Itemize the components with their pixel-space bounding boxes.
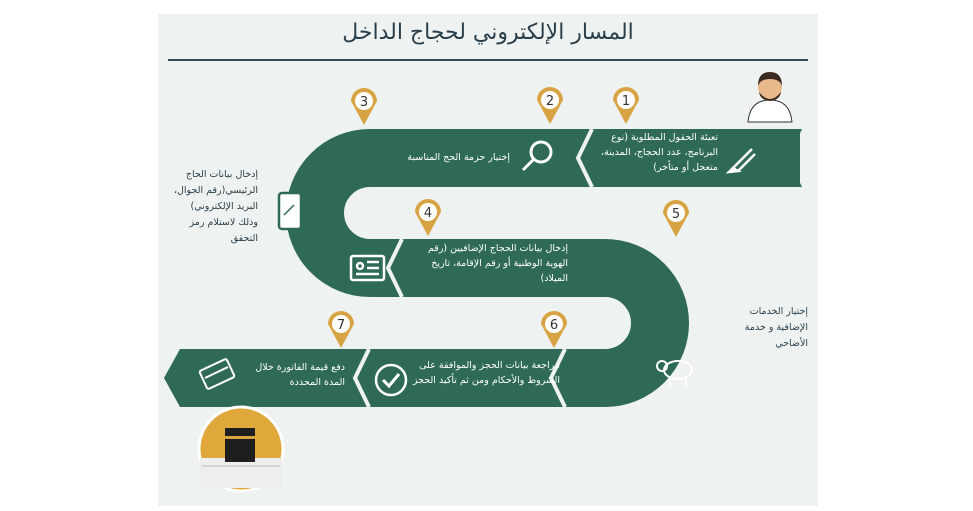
step-2-text: إختيار حزمة الحج المناسبة bbox=[407, 152, 510, 163]
mobile-phone-icon bbox=[277, 191, 303, 231]
ribbon-path bbox=[180, 129, 800, 407]
sheep-icon bbox=[656, 360, 693, 386]
check-circle-icon bbox=[374, 363, 408, 397]
pilgrim-avatar bbox=[747, 72, 793, 123]
step-2-pin: 2 bbox=[537, 87, 563, 124]
step-1-text: تعبئة الحقول المطلوبة (نوع البرنامج، عدد… bbox=[601, 132, 718, 173]
step-3-number: 3 bbox=[360, 95, 368, 110]
credit-card-icon bbox=[198, 358, 236, 390]
step-3-text: إدخال بيانات الحاج الرئيسي(رقم الجوال، ا… bbox=[173, 169, 258, 244]
ribbon-separators bbox=[352, 128, 594, 408]
step-4-pin: 4 bbox=[414, 198, 442, 236]
page-title: المسار الإلكتروني لحجاج الداخل bbox=[342, 20, 634, 45]
step-pins: 1 2 3 4 5 6 7 bbox=[328, 87, 689, 348]
step-3-pin: 3 bbox=[351, 88, 377, 125]
step-6-pin: 6 bbox=[541, 311, 567, 348]
title-divider bbox=[168, 59, 808, 61]
step-7-text: دفع قيمة الفاتورة خلال المدة المحددة bbox=[255, 362, 345, 388]
ribbon-arrow-tip bbox=[164, 349, 196, 407]
step-1-pin: 1 bbox=[613, 87, 639, 124]
step-7-pin: 7 bbox=[328, 311, 354, 348]
ribbon-start bbox=[770, 129, 802, 187]
search-icon bbox=[521, 140, 553, 172]
id-card-icon bbox=[349, 254, 386, 282]
step-2-number: 2 bbox=[546, 94, 554, 109]
step-6-number: 6 bbox=[550, 318, 558, 333]
step-6-text: مراجعة بيانات الحجز والموافقة على الشروط… bbox=[412, 360, 560, 386]
step-1-number: 1 bbox=[622, 94, 630, 109]
kaaba-badge bbox=[197, 405, 285, 493]
pencil-icon bbox=[725, 148, 756, 174]
step-7-number: 7 bbox=[337, 318, 345, 333]
step-5-number: 5 bbox=[672, 207, 680, 222]
step-4-text: إدخال بيانات الحجاج الإضافيين (رقم الهوي… bbox=[427, 243, 568, 284]
step-5-pin: 5 bbox=[663, 200, 689, 237]
step-5-text: إختيار الخدمات الإضافية و خدمة الأضاحي bbox=[744, 306, 808, 349]
step-4-number: 4 bbox=[424, 206, 432, 221]
